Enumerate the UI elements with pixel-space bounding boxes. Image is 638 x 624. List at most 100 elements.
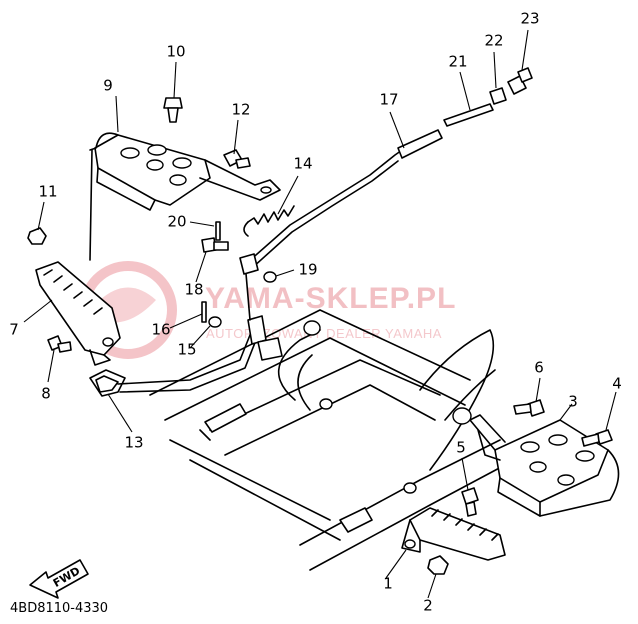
leader-21 bbox=[459, 71, 471, 111]
callout-21: 21 bbox=[448, 53, 467, 71]
leader-6 bbox=[535, 377, 541, 403]
right-rear-hole-2 bbox=[548, 434, 568, 446]
callout-13: 13 bbox=[124, 434, 143, 452]
callout-20: 20 bbox=[167, 213, 186, 231]
frame-cross-lower bbox=[224, 384, 436, 456]
bolt-10-head bbox=[163, 97, 183, 109]
right-footrest-body bbox=[409, 507, 506, 561]
callout-12: 12 bbox=[231, 101, 250, 119]
callout-18: 18 bbox=[184, 281, 203, 299]
right-rear-footrest-body bbox=[494, 419, 609, 503]
leader-10 bbox=[173, 61, 177, 99]
right-rear-arm-teeth bbox=[477, 429, 501, 461]
right-rear-arm bbox=[469, 414, 506, 451]
left-footrest bbox=[35, 149, 121, 366]
callout-4: 4 bbox=[612, 375, 622, 393]
rear-footrest-stay bbox=[89, 149, 93, 261]
left-footrest-mount bbox=[89, 349, 111, 366]
callout-6: 6 bbox=[534, 359, 544, 377]
left-footrest-pivot bbox=[102, 337, 114, 347]
adjuster-23-cap bbox=[517, 67, 533, 83]
washer-15 bbox=[208, 316, 222, 328]
washer-19 bbox=[263, 271, 277, 283]
bolt-5-shank bbox=[465, 501, 477, 517]
bolt-5 bbox=[461, 487, 479, 517]
right-footrest-pivot bbox=[404, 539, 416, 549]
frame-boss-low bbox=[403, 482, 417, 494]
watermark-subtitle: AUTORYZOWANY DEALER YAMAHA bbox=[206, 326, 442, 341]
fwd-arrow: FWD bbox=[29, 559, 89, 599]
callout-7: 7 bbox=[9, 321, 19, 339]
leader-7 bbox=[23, 299, 53, 323]
watermark-title: YAMA-SKLEP.PL bbox=[205, 282, 456, 315]
bolt-5-head bbox=[461, 487, 479, 505]
frame-right-curve-inner bbox=[444, 369, 496, 421]
return-spring-hook bbox=[243, 221, 249, 237]
left-footrest-body bbox=[35, 261, 121, 356]
frame-cross-upper bbox=[209, 359, 441, 431]
adjust-rod-21 bbox=[443, 103, 494, 127]
bolt-8-shank bbox=[57, 341, 72, 353]
leader-11 bbox=[37, 201, 45, 231]
callout-23: 23 bbox=[520, 10, 539, 28]
leader-16 bbox=[169, 313, 203, 329]
rear-footrest-loop bbox=[89, 132, 119, 151]
frame bbox=[149, 309, 506, 571]
right-rear-footrest-edge bbox=[497, 477, 541, 517]
nut-22 bbox=[489, 87, 507, 105]
frame-bottom-tube bbox=[299, 439, 501, 546]
right-rear-footrest bbox=[469, 414, 620, 517]
brake-pedal-pad-inner bbox=[95, 375, 119, 393]
leader-12 bbox=[233, 119, 239, 155]
callout-2: 2 bbox=[423, 597, 433, 615]
bolt-4-shank bbox=[581, 433, 600, 447]
frame-top-tube bbox=[149, 309, 471, 396]
leader-4 bbox=[605, 391, 617, 431]
rear-footrest-plate bbox=[89, 132, 281, 211]
leader-19 bbox=[275, 269, 295, 277]
leader-13 bbox=[107, 393, 133, 433]
pin-18-shank bbox=[213, 241, 229, 251]
callout-3: 3 bbox=[568, 393, 578, 411]
rear-footrest-hole-3 bbox=[172, 157, 192, 169]
callout-10: 10 bbox=[166, 43, 185, 61]
frame-bottom-tube-lower bbox=[309, 464, 506, 571]
brake-pedal-shaft bbox=[257, 337, 283, 361]
callout-14: 14 bbox=[293, 155, 312, 173]
brake-pedal bbox=[89, 261, 283, 397]
callout-labels: 1 2 3 4 5 6 7 8 9 10 11 12 13 14 15 16 1… bbox=[9, 10, 622, 615]
frame-right-curve bbox=[419, 329, 495, 471]
frame-inner-rail-lower bbox=[189, 459, 341, 541]
callout-5: 5 bbox=[456, 439, 466, 457]
callout-22: 22 bbox=[484, 32, 503, 50]
return-spring-14 bbox=[247, 205, 295, 225]
frame-top-tube-lower bbox=[164, 337, 466, 421]
leader-15 bbox=[189, 325, 211, 349]
leader-5 bbox=[461, 457, 469, 491]
rear-footrest-hole-4 bbox=[146, 159, 164, 171]
rear-footrest-plate-edge bbox=[96, 167, 156, 211]
bolt-8 bbox=[47, 335, 72, 353]
frame-boss-mid bbox=[319, 398, 333, 410]
leader-lines bbox=[23, 29, 617, 599]
leader-18 bbox=[195, 251, 207, 283]
right-rear-hole-5 bbox=[557, 474, 575, 486]
leader-9 bbox=[115, 95, 119, 133]
frame-boss-right bbox=[452, 407, 472, 425]
callout-19: 19 bbox=[298, 261, 317, 279]
callout-16: 16 bbox=[151, 321, 170, 339]
brake-pedal-arm-lower bbox=[119, 334, 259, 393]
bolt-6-shank bbox=[513, 403, 532, 415]
brake-cable-rod bbox=[247, 147, 406, 263]
pin-18 bbox=[201, 237, 229, 253]
callout-8: 8 bbox=[41, 385, 51, 403]
frame-left-curve-inner bbox=[297, 354, 313, 411]
rear-footrest-arm-hole bbox=[260, 186, 272, 194]
rear-footrest-hole-2 bbox=[147, 144, 167, 156]
right-footrest-mount bbox=[401, 519, 421, 553]
cotter-pin-20 bbox=[215, 221, 221, 241]
right-footrest bbox=[401, 507, 506, 561]
right-footrest-teeth bbox=[431, 509, 499, 541]
brake-cable-thread bbox=[397, 129, 443, 159]
